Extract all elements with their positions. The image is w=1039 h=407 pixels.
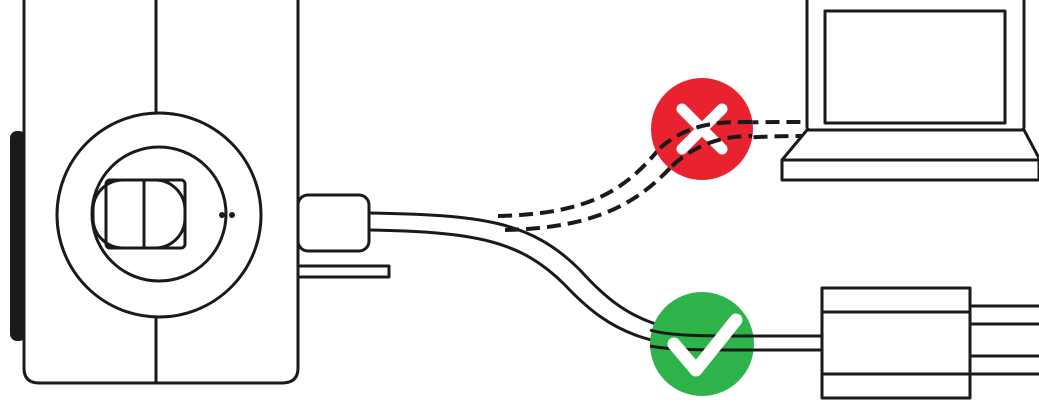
camera-icon (10, 0, 391, 385)
dial-outer-ring (55, 111, 263, 319)
indicator-dot-2 (229, 212, 235, 218)
power-adapter-icon (820, 286, 1039, 400)
laptop-screen (823, 9, 1007, 125)
adapter-prong-top (968, 304, 1039, 326)
cross-icon (651, 78, 753, 180)
indicator-dot-1 (219, 212, 225, 218)
check-mark (667, 313, 743, 377)
bracket (296, 264, 391, 279)
allowed-badge (650, 292, 754, 396)
dashed-cable-outer (497, 120, 809, 218)
solid-cable-over-badge (649, 328, 755, 338)
laptop-icon (780, 0, 1039, 182)
solid-cable-bottom (368, 228, 822, 352)
solid-cable-over-badge-2 (649, 344, 755, 352)
dashed-cable-over-badge (658, 120, 753, 150)
adapter-prong-bottom (968, 354, 1039, 376)
cable-plug (296, 193, 371, 253)
laptop-base (780, 128, 1039, 182)
check-icon (649, 292, 755, 396)
laptop-screen-frame (805, 0, 1026, 132)
adapter-body (820, 286, 972, 400)
dashed-cable-over-badge-2 (670, 134, 753, 168)
solid-cable-top (368, 211, 822, 338)
solid-cable-to-adapter (368, 211, 822, 352)
